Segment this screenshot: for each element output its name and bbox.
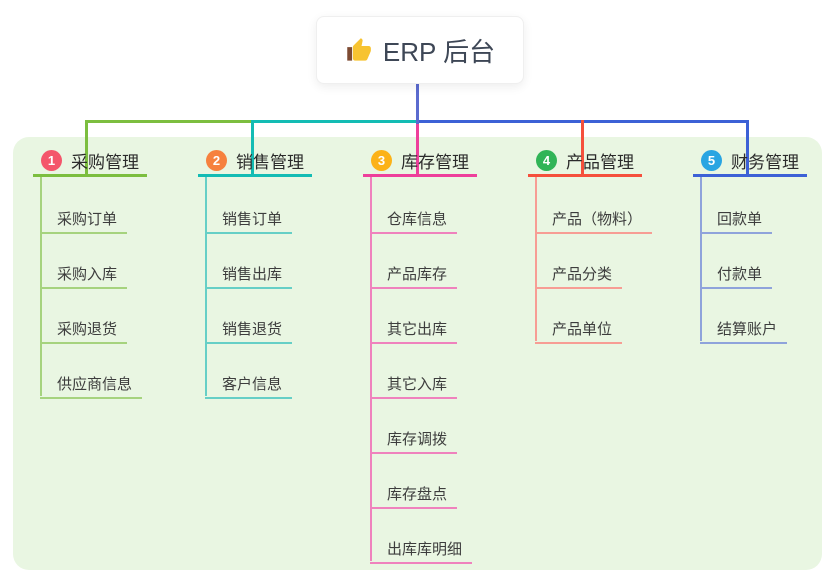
branch-node-5[interactable]: 5 财务管理	[693, 147, 799, 173]
branch-label: 采购管理	[71, 152, 139, 172]
child-node[interactable]: 采购入库	[40, 258, 128, 289]
branch-child-connector	[535, 177, 537, 341]
bus-segment-purchase	[86, 120, 253, 123]
mindmap-panel	[13, 137, 822, 570]
branch-node-3[interactable]: 3 库存管理	[363, 147, 469, 173]
child-node[interactable]: 回款单	[700, 203, 773, 234]
child-node[interactable]: 供应商信息	[40, 368, 143, 399]
child-node[interactable]: 库存调拨	[370, 423, 458, 454]
branch-underline	[198, 174, 312, 177]
branch-node-1[interactable]: 1 采购管理	[33, 147, 139, 173]
drop-line-branch-2	[251, 120, 254, 177]
thumbs-up-icon	[347, 37, 371, 61]
branch-label: 财务管理	[731, 152, 799, 172]
drop-line-branch-3	[416, 124, 419, 177]
child-node[interactable]: 出库库明细	[370, 533, 473, 564]
root-node[interactable]: ERP 后台	[316, 16, 524, 84]
child-node[interactable]: 销售退货	[205, 313, 293, 344]
branch-label: 销售管理	[236, 152, 304, 172]
child-node[interactable]: 其它入库	[370, 368, 458, 399]
branch-child-connector	[205, 177, 207, 396]
child-node[interactable]: 产品（物料）	[535, 203, 653, 234]
drop-line-branch-1	[85, 120, 88, 177]
drop-line-branch-5	[746, 120, 749, 177]
branch-child-connector	[700, 177, 702, 341]
child-node[interactable]: 产品单位	[535, 313, 623, 344]
child-node[interactable]: 付款单	[700, 258, 773, 289]
branch-child-connector	[40, 177, 42, 396]
root-connector	[416, 84, 419, 124]
priority-1-icon: 1	[41, 149, 62, 171]
branch-underline	[528, 174, 642, 177]
bus-segment-sales	[253, 120, 417, 123]
branch-label: 库存管理	[401, 152, 469, 172]
branch-child-connector	[370, 177, 372, 561]
branch-node-4[interactable]: 4 产品管理	[528, 147, 634, 173]
priority-3-icon: 3	[371, 149, 392, 171]
child-node[interactable]: 销售出库	[205, 258, 293, 289]
child-node[interactable]: 结算账户	[700, 313, 788, 344]
child-node[interactable]: 采购退货	[40, 313, 128, 344]
branch-node-2[interactable]: 2 销售管理	[198, 147, 304, 173]
child-node[interactable]: 其它出库	[370, 313, 458, 344]
child-node[interactable]: 仓库信息	[370, 203, 458, 234]
child-node[interactable]: 产品库存	[370, 258, 458, 289]
drop-line-branch-4	[581, 120, 584, 177]
priority-2-icon: 2	[206, 149, 227, 171]
priority-4-icon: 4	[536, 149, 557, 171]
branch-underline	[693, 174, 807, 177]
child-node[interactable]: 采购订单	[40, 203, 128, 234]
priority-5-icon: 5	[701, 149, 722, 171]
branch-label: 产品管理	[566, 152, 634, 172]
branch-underline	[363, 174, 477, 177]
child-node[interactable]: 产品分类	[535, 258, 623, 289]
child-node[interactable]: 客户信息	[205, 368, 293, 399]
root-node-title: ERP 后台	[382, 36, 496, 67]
child-node[interactable]: 销售订单	[205, 203, 293, 234]
branch-underline	[33, 174, 147, 177]
child-node[interactable]: 库存盘点	[370, 478, 458, 509]
